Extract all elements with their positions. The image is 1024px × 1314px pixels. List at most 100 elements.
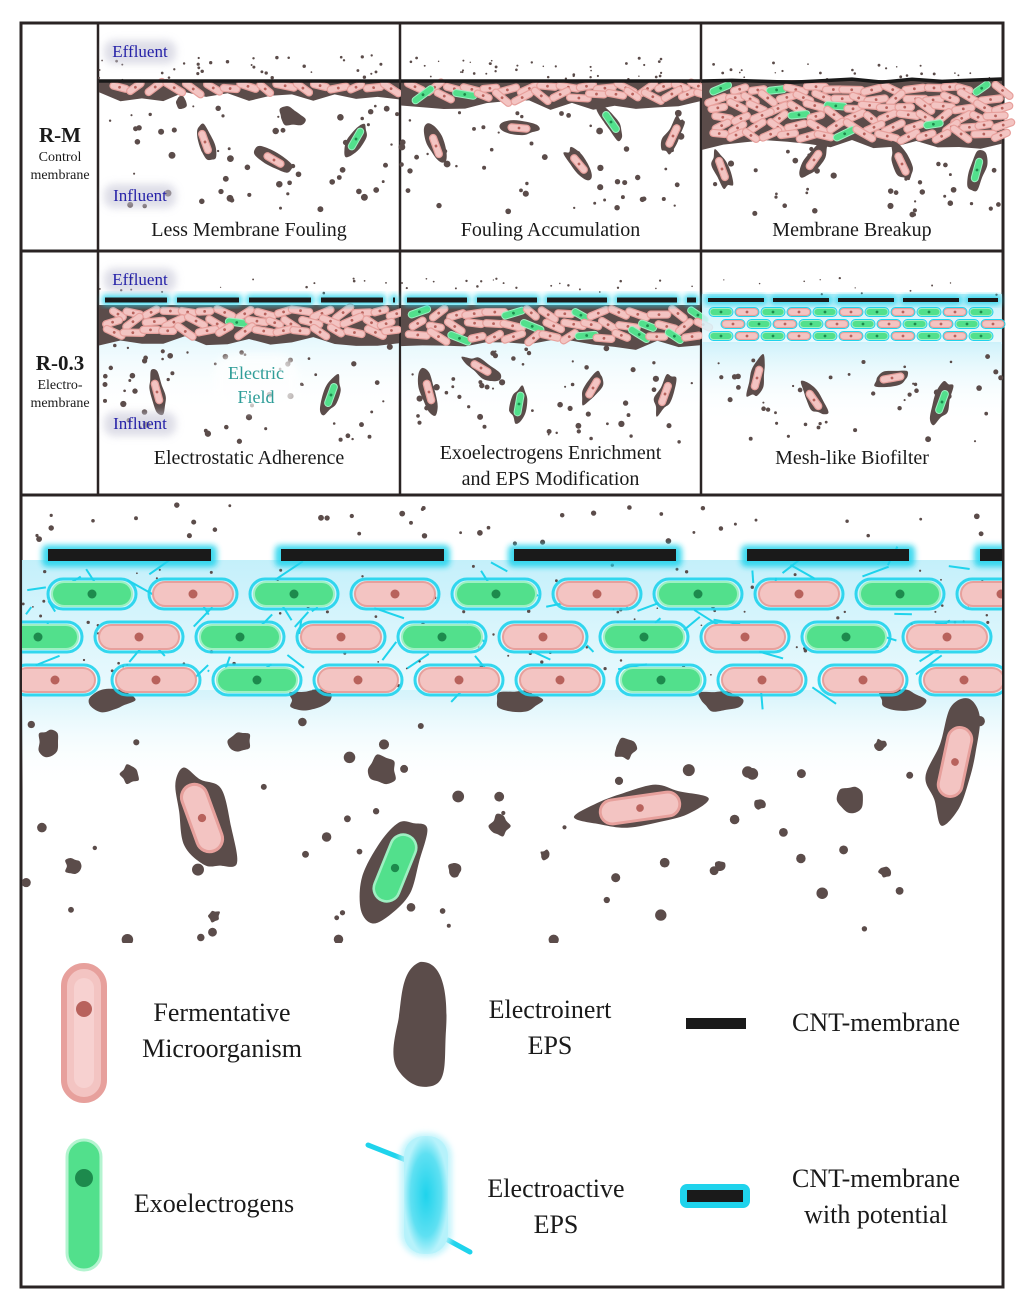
row-subtitle: membrane <box>30 396 89 411</box>
eps-blob <box>878 867 891 878</box>
fermentative-cell <box>159 327 177 334</box>
exoelectrogen-cell <box>865 308 889 317</box>
floc-fermentative <box>563 147 591 180</box>
fermentative-cell <box>773 320 797 329</box>
eps-blob <box>754 799 766 809</box>
fermentative-cell <box>983 112 1008 120</box>
exoelectrogen-cell <box>856 579 944 609</box>
exoelectrogen-cell <box>865 332 889 341</box>
panel-fouling-accumulation <box>399 57 718 215</box>
exoelectrogen-cell <box>917 308 941 317</box>
fermentative-cell <box>787 308 811 317</box>
eps-blob <box>448 863 461 878</box>
exoelectrogen-cell <box>761 308 785 317</box>
fermentative-cell <box>735 308 759 317</box>
electro-membrane <box>404 295 699 306</box>
floc-fermentative-cell <box>508 124 531 133</box>
electro-membrane <box>705 295 1001 305</box>
panel-caption: Electrostatic Adherence <box>154 447 345 469</box>
fermentative-cell <box>943 308 967 317</box>
fermentative-cell <box>718 665 806 695</box>
fermentative-cell <box>516 665 604 695</box>
fermentative-cell <box>647 311 671 318</box>
influent-label: Influent <box>113 414 167 433</box>
legend-cnt-potential-icon <box>680 1184 750 1208</box>
floc-fermentative <box>891 141 913 179</box>
eps-blob <box>176 96 187 109</box>
fermentative-cell <box>95 622 183 652</box>
exoelectrogen-cell <box>196 622 284 652</box>
exoelectrogen-cell <box>709 308 733 317</box>
legend-fermentative-label: Fermentative <box>153 998 290 1027</box>
fermentative-cell <box>140 326 161 333</box>
fermentative-cell <box>593 334 615 343</box>
panel-caption: and EPS Modification <box>462 468 640 490</box>
floc-exoelectrogen <box>596 101 622 141</box>
exoelectrogen-cell <box>398 622 486 652</box>
eps-blob <box>65 858 81 874</box>
floc-exoelectrogen <box>360 821 428 923</box>
floc-fermentative <box>499 120 539 135</box>
legend-exoelectrogens-icon <box>67 1140 101 1270</box>
fermentative-cell <box>943 332 967 341</box>
electric-field-label: Electric <box>228 363 284 383</box>
fermentative-cell <box>290 326 311 335</box>
electro-membrane <box>102 295 398 306</box>
panel-caption: Fouling Accumulation <box>461 219 640 241</box>
effluent-label: Effluent <box>112 270 168 289</box>
panel-exoelectrogens-enrichment <box>401 278 714 444</box>
eps-blob <box>540 849 549 860</box>
fermentative-cell <box>536 82 558 91</box>
fermentative-cell <box>839 308 863 317</box>
fermentative-cell <box>981 320 1005 329</box>
legend-fermentative-icon <box>64 966 104 1100</box>
panel-caption: Mesh-like Biofilter <box>775 447 929 469</box>
legend-electroinert-label: Electroinert <box>489 995 612 1024</box>
legend-electroinert-label: EPS <box>528 1031 573 1060</box>
exoelectrogen-cell <box>654 579 742 609</box>
exoelectrogen-cell <box>0 622 82 652</box>
fermentative-cell <box>314 665 402 695</box>
effluent-label: Effluent <box>112 42 168 61</box>
exoelectrogen-cell <box>761 332 785 341</box>
eps-blob <box>279 106 305 125</box>
exoelectrogen-cell <box>709 332 733 341</box>
electric-field-label: Field <box>237 387 274 407</box>
influent-particles <box>713 147 1001 217</box>
row-title: R-0.3 <box>36 351 84 375</box>
panel-membrane-breakup <box>702 61 1016 217</box>
row-subtitle: membrane <box>30 168 89 183</box>
eps-blob <box>837 787 863 814</box>
fermentative-cell <box>149 579 237 609</box>
fermentative-cell <box>903 622 991 652</box>
panel-mesh-like-biofilter <box>702 277 1005 442</box>
fermentative-cell <box>825 320 849 329</box>
fermentative-cell <box>585 90 607 98</box>
mesh-cells <box>709 308 1005 341</box>
legend-electroinert-icon <box>393 962 446 1087</box>
exoelectrogen-cell <box>600 622 688 652</box>
fermentative-cell <box>721 320 745 329</box>
exoelectrogen-cell <box>48 579 136 609</box>
fermentative-cell <box>195 307 214 315</box>
floc-fermentative <box>799 141 827 178</box>
exoelectrogen-cell <box>969 332 993 341</box>
row-subtitle: Control <box>39 150 82 165</box>
fermentative-cell <box>11 665 99 695</box>
exoelectrogen-cell <box>1004 622 1024 652</box>
legend-cnt-label: CNT-membrane <box>792 1008 960 1037</box>
legend-fermentative-label: Microorganism <box>142 1034 302 1063</box>
floc-fermentative <box>424 123 447 162</box>
fermentative-cell <box>499 622 587 652</box>
fermentative-cell <box>929 320 953 329</box>
panel-caption: Membrane Breakup <box>772 219 931 241</box>
electro-membrane-zoom <box>42 545 1024 567</box>
fermentative-cell <box>297 622 385 652</box>
legend-exoelectrogens-label: Exoelectrogens <box>134 1189 294 1218</box>
fermentative-cell <box>895 104 914 111</box>
exoelectrogen-cell <box>802 622 890 652</box>
effluent-particles <box>410 57 663 81</box>
fermentative-cell <box>701 622 789 652</box>
